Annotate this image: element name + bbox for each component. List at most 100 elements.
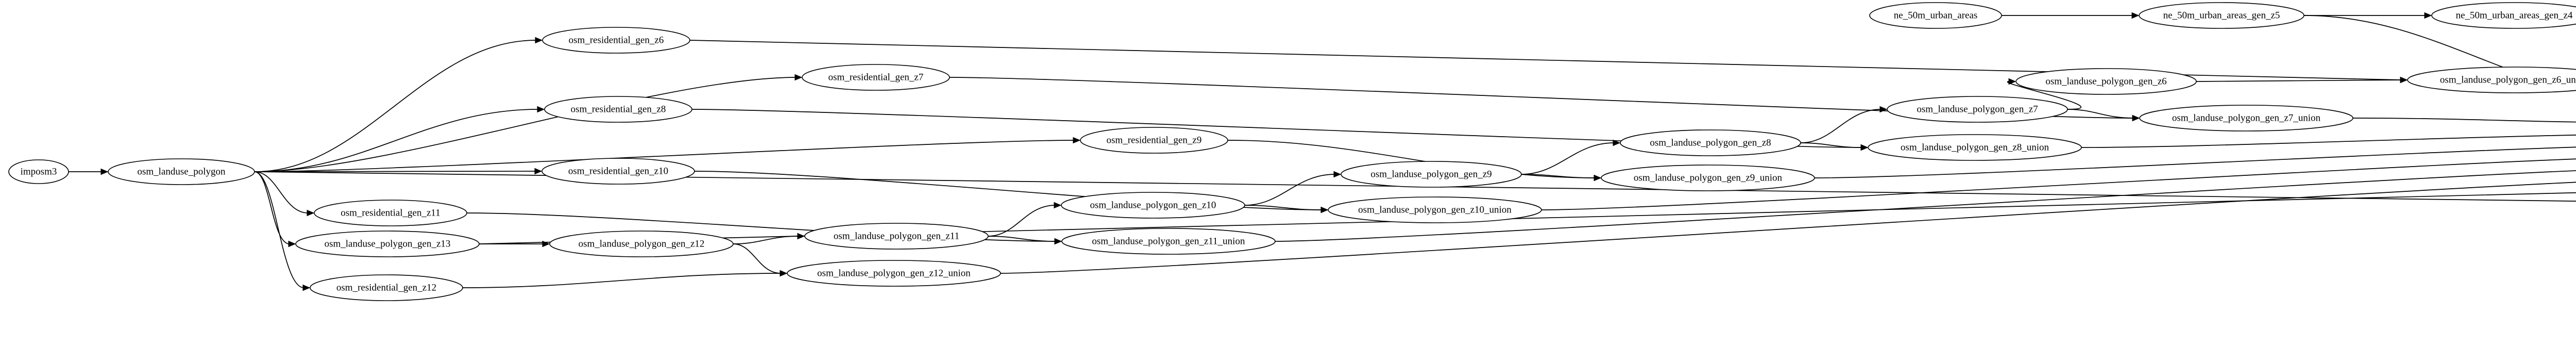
node-osm_residential_gen_z9[interactable]: osm_residential_gen_z9 bbox=[1080, 127, 1228, 154]
node-label-osm_landuse_polygon_gen_z12_union: osm_landuse_polygon_gen_z12_union bbox=[817, 268, 971, 278]
node-label-osm_landuse_polygon_gen_z7_union: osm_landuse_polygon_gen_z7_union bbox=[2172, 112, 2321, 123]
node-shape-osm_landuse_polygon_gen_z10_union bbox=[1328, 196, 1542, 223]
edge-arrowhead bbox=[2131, 12, 2140, 19]
node-osm_landuse_polygon_gen_z11_union[interactable]: osm_landuse_polygon_gen_z11_union bbox=[1061, 228, 1276, 255]
node-osm_landuse_polygon_gen_z10_union[interactable]: osm_landuse_polygon_gen_z10_union bbox=[1328, 196, 1542, 223]
node-shape-osm_landuse_polygon_gen_z6_union bbox=[2407, 67, 2576, 93]
edge-arrowhead bbox=[535, 37, 543, 44]
node-osm_residential_gen_z10[interactable]: osm_residential_gen_z10 bbox=[541, 158, 695, 185]
node-osm_residential_gen_z7[interactable]: osm_residential_gen_z7 bbox=[802, 64, 950, 91]
node-ne_50m_urban_areas[interactable]: ne_50m_urban_areas bbox=[1869, 2, 2002, 29]
node-label-osm_residential_gen_z9: osm_residential_gen_z9 bbox=[1107, 135, 1202, 145]
node-shape-osm_landuse_polygon_gen_z12 bbox=[549, 231, 734, 257]
node-shape-osm_residential_gen_z7 bbox=[802, 64, 950, 91]
node-label-osm_residential_gen_z8: osm_residential_gen_z8 bbox=[571, 104, 666, 114]
node-label-osm_landuse_polygon_gen_z11: osm_landuse_polygon_gen_z11 bbox=[834, 231, 959, 241]
edge-osm_landuse_polygon_gen_z9-to-osm_landuse_polygon_gen_z8 bbox=[1521, 142, 1615, 175]
node-osm_landuse_polygon_gen_z7_union[interactable]: osm_landuse_polygon_gen_z7_union bbox=[2139, 105, 2353, 131]
node-osm_landuse_polygon_gen_z13[interactable]: osm_landuse_polygon_gen_z13 bbox=[295, 231, 480, 257]
node-label-ne_50m_urban_areas: ne_50m_urban_areas bbox=[1894, 10, 1978, 21]
node-label-osm_landuse_polygon_gen_z6: osm_landuse_polygon_gen_z6 bbox=[2045, 76, 2166, 87]
edge-arrowhead bbox=[307, 209, 315, 217]
node-label-ne_50m_urban_areas_gen_z4: ne_50m_urban_areas_gen_z4 bbox=[2456, 10, 2573, 21]
node-label-osm_landuse_polygon_gen_z8: osm_landuse_polygon_gen_z8 bbox=[1650, 137, 1771, 148]
edge-osm_landuse_polygon-to-osm_residential_gen_z10 bbox=[254, 171, 536, 172]
node-shape-osm_residential_gen_z9 bbox=[1080, 127, 1228, 154]
node-ne_50m_urban_areas_gen_z5[interactable]: ne_50m_urban_areas_gen_z5 bbox=[2139, 2, 2304, 29]
node-label-ne_50m_urban_areas_gen_z5: ne_50m_urban_areas_gen_z5 bbox=[2163, 10, 2280, 21]
node-osm_residential_gen_z8[interactable]: osm_residential_gen_z8 bbox=[544, 96, 692, 123]
node-shape-osm_landuse_polygon_gen_z11 bbox=[804, 223, 989, 250]
node-label-osm_landuse_polygon_gen_z11_union: osm_landuse_polygon_gen_z11_union bbox=[1092, 236, 1245, 246]
node-shape-osm_residential_gen_z11 bbox=[314, 200, 467, 226]
node-label-osm_landuse_polygon_gen_z7: osm_landuse_polygon_gen_z7 bbox=[1917, 104, 2038, 114]
node-osm_landuse_polygon_gen_z12[interactable]: osm_landuse_polygon_gen_z12 bbox=[549, 231, 734, 257]
node-shape-osm_landuse_polygon_gen_z13 bbox=[295, 231, 480, 257]
edge-osm_landuse_polygon_gen_z12-to-osm_landuse_polygon_gen_z11 bbox=[733, 236, 799, 244]
node-osm_landuse_polygon_gen_z6[interactable]: osm_landuse_polygon_gen_z6 bbox=[2015, 68, 2197, 95]
edge-arrowhead bbox=[1054, 202, 1062, 209]
node-label-osm_residential_gen_z10: osm_residential_gen_z10 bbox=[568, 166, 668, 176]
node-label-osm_residential_gen_z12: osm_residential_gen_z12 bbox=[336, 282, 436, 293]
edge-arrowhead bbox=[534, 168, 543, 175]
edge-osm_landuse_polygon_gen_z9_union-to-layer_landuse-z9 bbox=[1814, 146, 2576, 178]
node-osm_landuse_polygon[interactable]: osm_landuse_polygon bbox=[108, 158, 255, 185]
edge-arrowhead bbox=[1879, 106, 1888, 113]
edge-osm_landuse_polygon-to-osm_residential_gen_z8 bbox=[254, 109, 539, 172]
edge-arrowhead bbox=[288, 240, 296, 248]
edge-osm_landuse_polygon_gen_z6-to-osm_landuse_polygon_gen_z6_union bbox=[2196, 79, 2402, 82]
node-osm_landuse_polygon_gen_z11[interactable]: osm_landuse_polygon_gen_z11 bbox=[804, 223, 989, 250]
node-label-osm_residential_gen_z7: osm_residential_gen_z7 bbox=[828, 72, 924, 83]
node-osm_landuse_polygon_gen_z6_union[interactable]: osm_landuse_polygon_gen_z6_union bbox=[2407, 67, 2576, 93]
node-label-osm_residential_gen_z11: osm_residential_gen_z11 bbox=[341, 207, 440, 218]
edge-arrowhead bbox=[1860, 144, 1869, 151]
node-shape-osm_landuse_polygon_gen_z9_union bbox=[1601, 164, 1815, 191]
node-label-osm_landuse_polygon_gen_z6_union: osm_landuse_polygon_gen_z6_union bbox=[2440, 74, 2576, 85]
node-shape-osm_residential_gen_z6 bbox=[542, 27, 690, 54]
node-shape-osm_landuse_polygon_gen_z12_union bbox=[787, 260, 1001, 287]
edge-osm_landuse_polygon-to-osm_residential_gen_z12 bbox=[254, 171, 304, 288]
node-osm_landuse_polygon_gen_z7[interactable]: osm_landuse_polygon_gen_z7 bbox=[1887, 96, 2068, 123]
node-osm_landuse_polygon_gen_z9[interactable]: osm_landuse_polygon_gen_z9 bbox=[1341, 161, 1522, 188]
node-shape-osm_residential_gen_z12 bbox=[310, 274, 463, 301]
node-label-osm_landuse_polygon_gen_z9_union: osm_landuse_polygon_gen_z9_union bbox=[1634, 172, 1783, 183]
edge-osm_landuse_polygon_gen_z12-to-osm_landuse_polygon_gen_z12_union bbox=[733, 243, 782, 274]
node-shape-osm_landuse_polygon_gen_z9 bbox=[1341, 161, 1522, 188]
node-label-imposm3: imposm3 bbox=[21, 166, 57, 177]
node-osm_landuse_polygon_gen_z12_union[interactable]: osm_landuse_polygon_gen_z12_union bbox=[787, 260, 1001, 287]
node-shape-osm_residential_gen_z10 bbox=[541, 158, 695, 185]
node-osm_landuse_polygon_gen_z8_union[interactable]: osm_landuse_polygon_gen_z8_union bbox=[1868, 134, 2082, 161]
edge-arrowhead bbox=[302, 284, 311, 291]
node-osm_residential_gen_z6[interactable]: osm_residential_gen_z6 bbox=[542, 27, 690, 54]
node-shape-osm_landuse_polygon_gen_z8_union bbox=[1868, 134, 2082, 161]
edge-arrowhead bbox=[794, 74, 803, 81]
node-shape-ne_50m_urban_areas bbox=[1869, 2, 2002, 29]
node-osm_residential_gen_z11[interactable]: osm_residential_gen_z11 bbox=[314, 200, 467, 226]
edge-osm_landuse_polygon_gen_z12_union-to-layer_landuse-z12 bbox=[1000, 182, 2576, 274]
node-imposm3[interactable]: imposm3 bbox=[8, 159, 69, 184]
edge-osm_residential_gen_z12-to-osm_landuse_polygon_gen_z12_union bbox=[462, 273, 782, 288]
node-shape-osm_landuse_polygon_gen_z11_union bbox=[1061, 228, 1276, 255]
edge-arrowhead bbox=[1320, 206, 1329, 213]
edge-osm_landuse_polygon_gen_z10_union-to-layer_landuse-z10 bbox=[1541, 158, 2576, 210]
node-osm_landuse_polygon_gen_z8[interactable]: osm_landuse_polygon_gen_z8 bbox=[1620, 129, 1801, 156]
edge-arrowhead bbox=[1594, 174, 1602, 182]
edge-osm_landuse_polygon_gen_z8-to-osm_landuse_polygon_gen_z7 bbox=[1800, 109, 1882, 143]
node-osm_landuse_polygon_gen_z9_union[interactable]: osm_landuse_polygon_gen_z9_union bbox=[1601, 164, 1815, 191]
node-ne_50m_urban_areas_gen_z4[interactable]: ne_50m_urban_areas_gen_z4 bbox=[2431, 2, 2576, 29]
edge-arrowhead bbox=[2400, 76, 2408, 84]
node-shape-imposm3 bbox=[8, 159, 69, 184]
node-shape-ne_50m_urban_areas_gen_z4 bbox=[2431, 2, 2576, 29]
edge-arrowhead bbox=[1073, 137, 1081, 144]
node-shape-osm_landuse_polygon_gen_z10 bbox=[1061, 192, 1245, 219]
node-osm_landuse_polygon_gen_z10[interactable]: osm_landuse_polygon_gen_z10 bbox=[1061, 192, 1245, 219]
edge-osm_landuse_polygon_gen_z7_union-to-layer_landuse-z7 bbox=[2352, 118, 2576, 123]
edge-ne_50m_urban_areas_gen_z5-to-layer_landuse-z5 bbox=[2303, 15, 2576, 91]
node-label-osm_landuse_polygon_gen_z12: osm_landuse_polygon_gen_z12 bbox=[579, 238, 705, 249]
edge-arrowhead bbox=[797, 233, 805, 240]
nodes-layer: imposm3 osm_landuse_polygon osm_residentia… bbox=[8, 2, 2576, 301]
edge-osm_landuse_polygon_gen_z11-to-osm_landuse_polygon_gen_z10 bbox=[988, 205, 1056, 237]
node-osm_residential_gen_z12[interactable]: osm_residential_gen_z12 bbox=[310, 274, 463, 301]
